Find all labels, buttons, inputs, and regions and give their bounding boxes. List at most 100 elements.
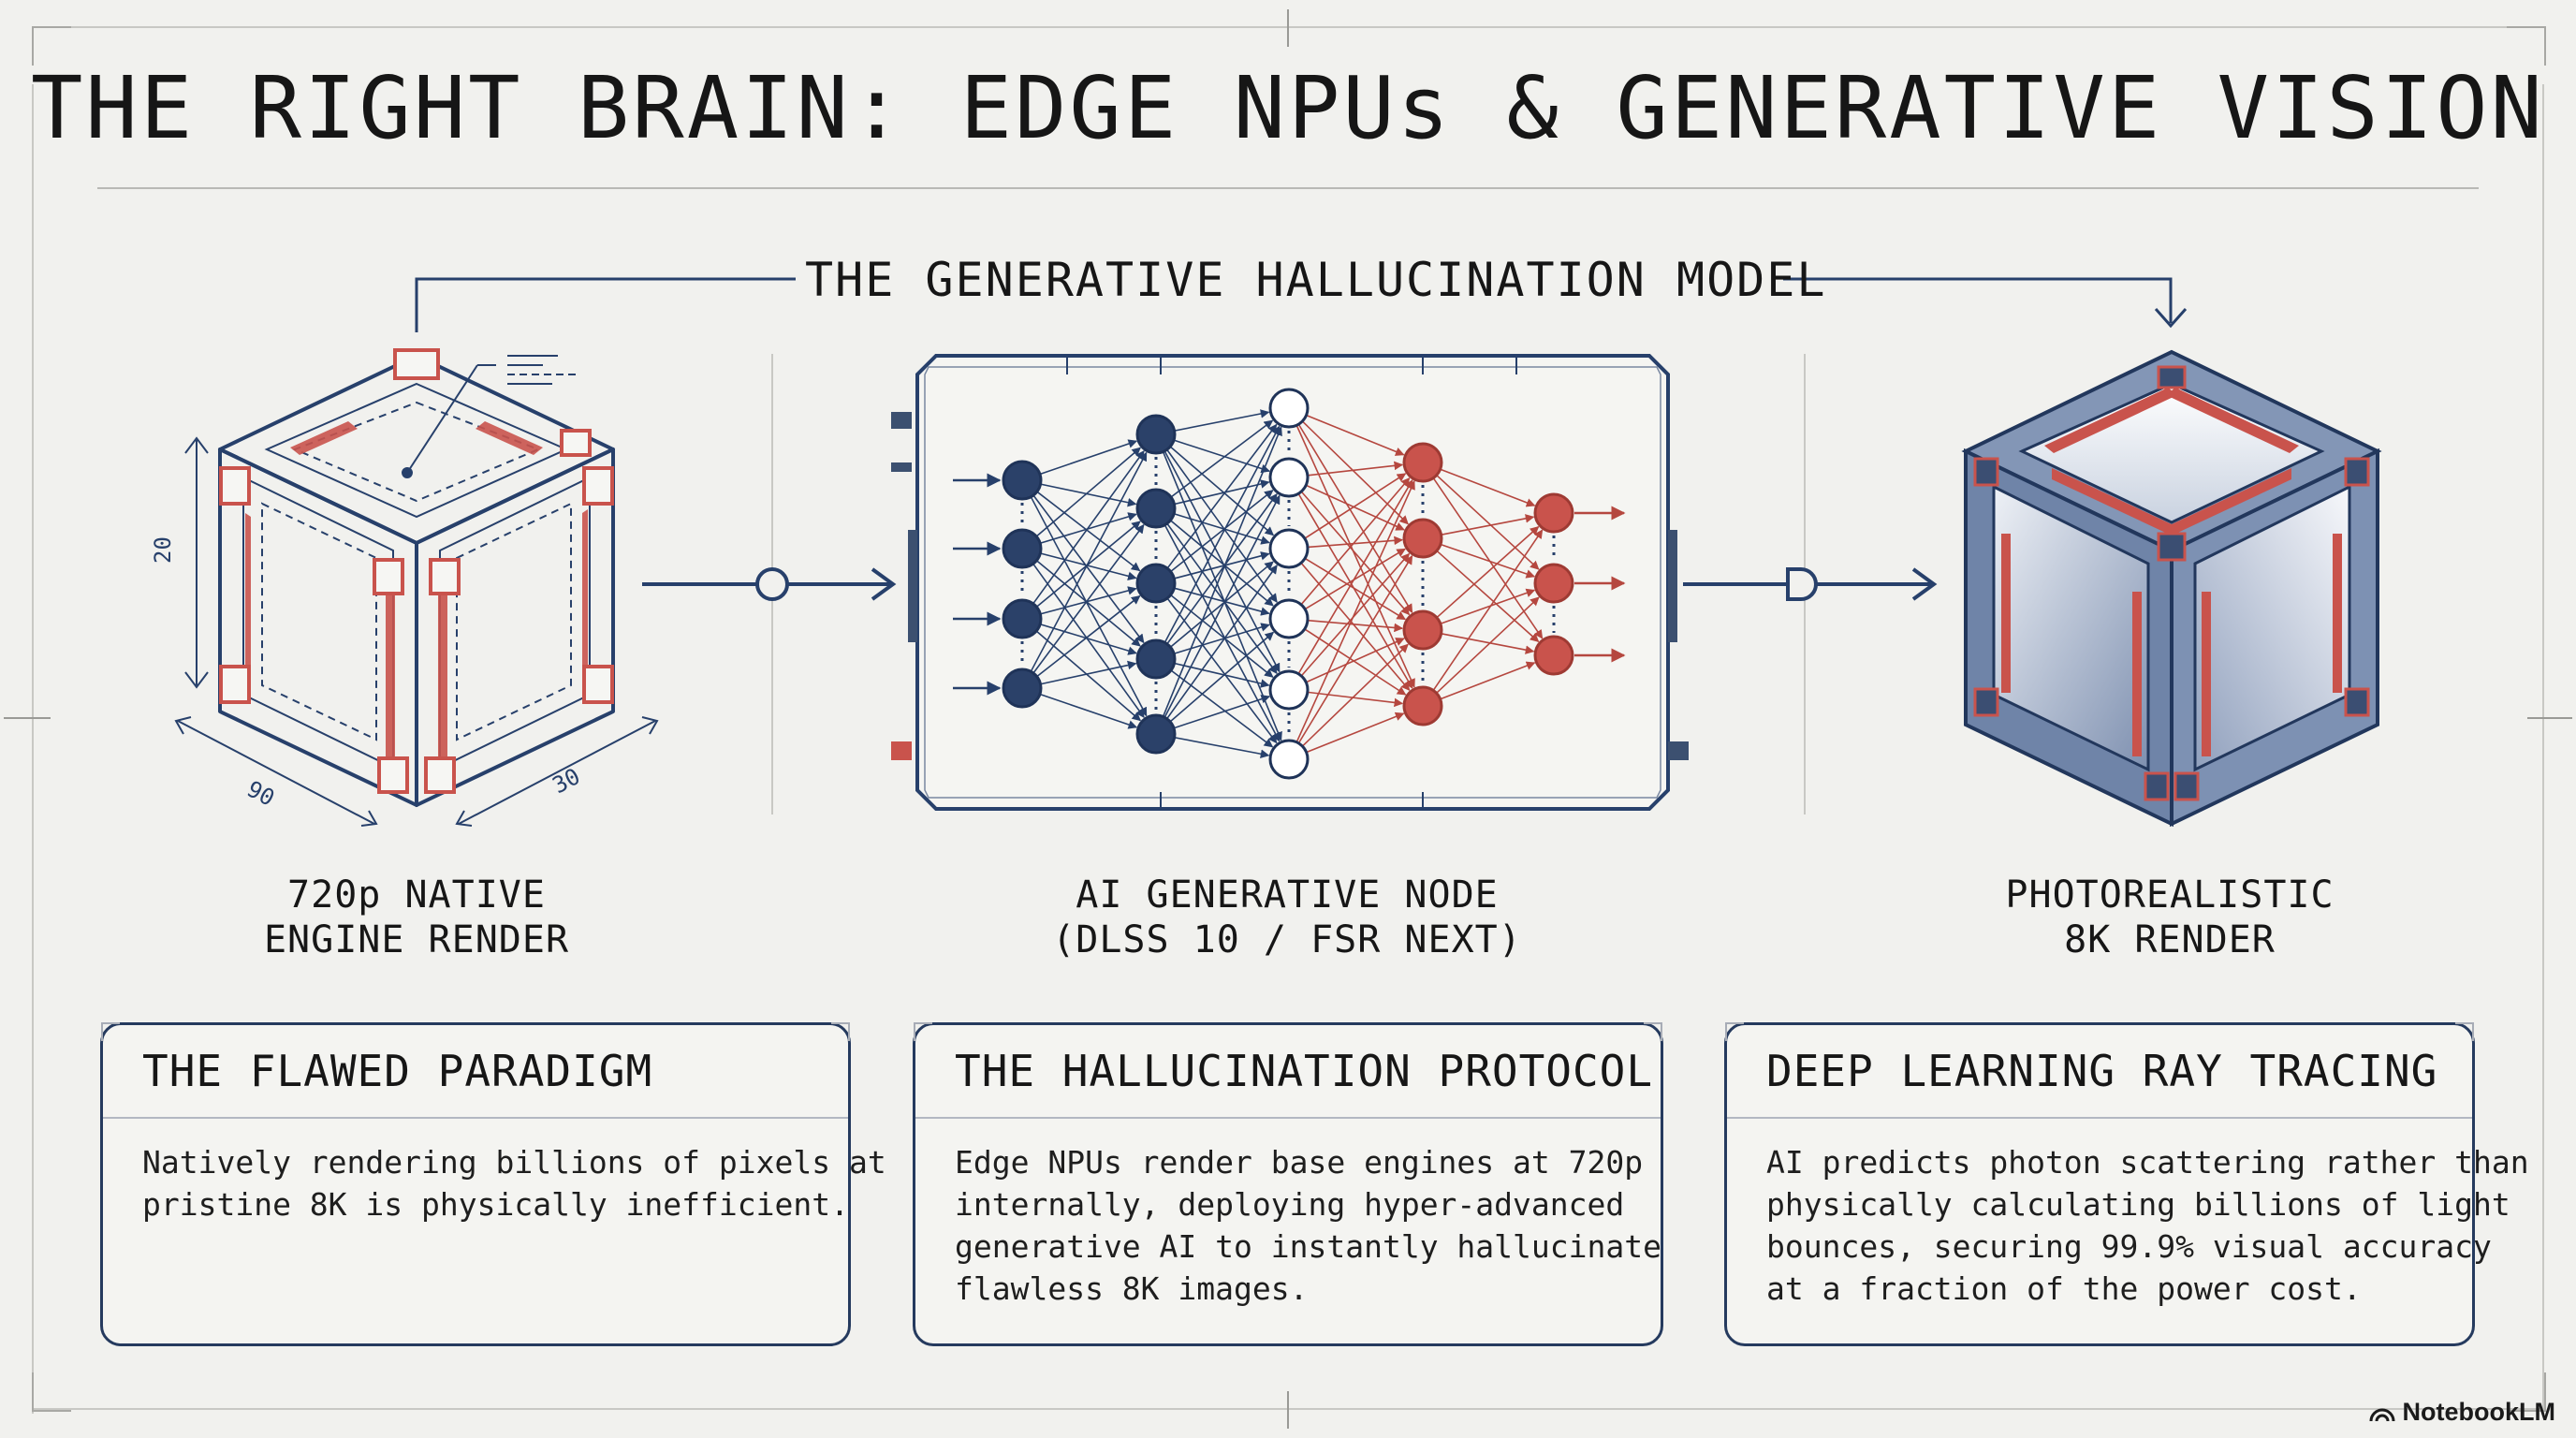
nn-node: [1268, 388, 1310, 429]
nn-connection: [1297, 423, 1413, 613]
card-body-line: internally, deploying hyper-advanced: [955, 1186, 1625, 1223]
photoreal-cube-diagram: [1961, 349, 2382, 828]
notebooklm-brand-text: NotebookLM: [2402, 1398, 2555, 1426]
tick-bottom: [1287, 1391, 1289, 1429]
nn-connection: [1174, 409, 1270, 432]
nn-connection: [1169, 520, 1274, 607]
nn-connection: [1032, 450, 1145, 605]
card-body-line: pristine 8K is physically inefficient.: [142, 1186, 849, 1223]
nn-connection: [1440, 588, 1536, 625]
card-corner-mark: [1644, 1022, 1662, 1041]
nn-node: [1402, 609, 1443, 651]
card-body-line: AI predicts photon scattering rather tha…: [1766, 1144, 2529, 1181]
stage-label-lowres-line2: ENGINE RENDER: [263, 918, 570, 961]
nn-connection: [1040, 483, 1137, 507]
tick-right: [2527, 717, 2572, 719]
nn-node: [1268, 598, 1310, 639]
nn-connection: [1174, 551, 1270, 580]
nn-connection: [1040, 586, 1137, 615]
nn-connection: [1173, 513, 1270, 545]
dimension-height-label: 20: [150, 536, 176, 564]
nn-connection: [1300, 477, 1411, 606]
nn-connection: [1297, 554, 1413, 744]
nn-connection: [1297, 492, 1413, 689]
page-title: THE RIGHT BRAIN: EDGE NPUs & GENERATIVE …: [31, 58, 2545, 158]
card-body-line: bounces, securing 99.9% visual accuracy: [1766, 1228, 2492, 1265]
neural-network-diagram: [891, 354, 1689, 811]
nn-node: [1002, 528, 1043, 569]
nn-node: [1268, 528, 1310, 569]
nn-connection: [1305, 638, 1405, 683]
nn-connection: [1166, 597, 1278, 744]
nn-connection: [1036, 491, 1141, 572]
arrow-to-ai-node: [642, 567, 897, 601]
nn-connection: [1307, 691, 1404, 708]
frame-corner-bl: [32, 1372, 71, 1412]
card-body-line: at a fraction of the power cost.: [1766, 1270, 2362, 1307]
nn-connection: [1164, 494, 1281, 718]
card-heading: THE HALLUCINATION PROTOCOL: [915, 1025, 1661, 1119]
card-body: AI predicts photon scattering rather tha…: [1727, 1119, 2529, 1310]
frame-corner-tr: [2507, 26, 2546, 66]
nn-connection: [1441, 633, 1535, 654]
card-body-line: Edge NPUs render base engines at 720p: [955, 1144, 1644, 1181]
tick-left: [4, 717, 51, 719]
card-body: Edge NPUs render base engines at 720p in…: [915, 1119, 1661, 1310]
card-corner-mark: [101, 1022, 120, 1041]
nn-connection: [1432, 529, 1544, 691]
card-corner-mark: [2455, 1022, 2474, 1041]
tick-top: [1287, 9, 1289, 47]
nn-connection: [1297, 479, 1413, 675]
nn-connection: [1166, 492, 1278, 645]
nn-node: [1402, 442, 1443, 483]
nn-connection: [1301, 643, 1409, 747]
card-corner-mark: [831, 1022, 850, 1041]
arrow-to-photoreal: [1683, 567, 1938, 601]
nn-connection: [1301, 420, 1409, 525]
nn-connection: [1166, 522, 1278, 675]
nn-node: [1135, 713, 1177, 755]
frame-left-line: [32, 84, 34, 1414]
nn-node: [1402, 685, 1443, 726]
frame-corner-br: [2507, 1372, 2546, 1412]
nn-connection: [1304, 628, 1407, 696]
stage-label-ai-node: AI GENERATIVE NODE (DLSS 10 / FSR NEXT): [1030, 873, 1544, 962]
card-body-line: flawless 8K images.: [955, 1270, 1309, 1307]
nn-node: [1002, 460, 1043, 501]
card-body: Natively rendering billions of pixels at…: [103, 1119, 886, 1225]
notebooklm-logo-icon: [2369, 1408, 2395, 1421]
nn-node: [1268, 669, 1310, 711]
nn-connection: [1164, 425, 1281, 643]
nn-connection: [1304, 473, 1407, 539]
nn-connection: [1440, 543, 1536, 579]
card-heading: DEEP LEARNING RAY TRACING: [1727, 1025, 2472, 1119]
nn-connection: [1170, 490, 1274, 573]
card-flawed-paradigm: THE FLAWED PARADIGM Natively rendering b…: [100, 1022, 886, 1346]
nn-connection: [1436, 550, 1540, 642]
nn-connection: [1173, 439, 1270, 474]
nn-node: [1002, 598, 1043, 639]
nn-connection: [1162, 426, 1282, 717]
notebooklm-watermark: NotebookLM: [2369, 1398, 2555, 1427]
dimension-depth-label: 30: [549, 763, 585, 799]
card-corner-mark: [1725, 1022, 1744, 1041]
nn-node: [1402, 518, 1443, 559]
nn-connection: [1307, 461, 1404, 477]
nn-connection: [1295, 480, 1415, 743]
lowres-cube-diagram: 20 90 30: [150, 348, 659, 827]
stage-label-lowres-line1: 720p NATIVE: [287, 873, 546, 917]
nn-connection: [1036, 594, 1141, 678]
nn-connection: [1307, 619, 1404, 633]
stage-label-ai-node-line2: (DLSS 10 / FSR NEXT): [1052, 918, 1522, 961]
nn-connection: [1039, 623, 1137, 655]
nn-node: [1135, 638, 1177, 680]
nn-connection: [1169, 561, 1274, 648]
nn-connection: [1436, 596, 1540, 694]
nn-connection: [1169, 631, 1275, 723]
nn-connection: [1032, 523, 1145, 674]
card-body-line: Natively rendering billions of pixels at: [142, 1144, 886, 1181]
card-body-line: physically calculating billions of light: [1766, 1186, 2510, 1223]
nn-connection: [1436, 526, 1540, 619]
title-underline: [97, 187, 2479, 189]
nn-connection: [1173, 623, 1270, 654]
